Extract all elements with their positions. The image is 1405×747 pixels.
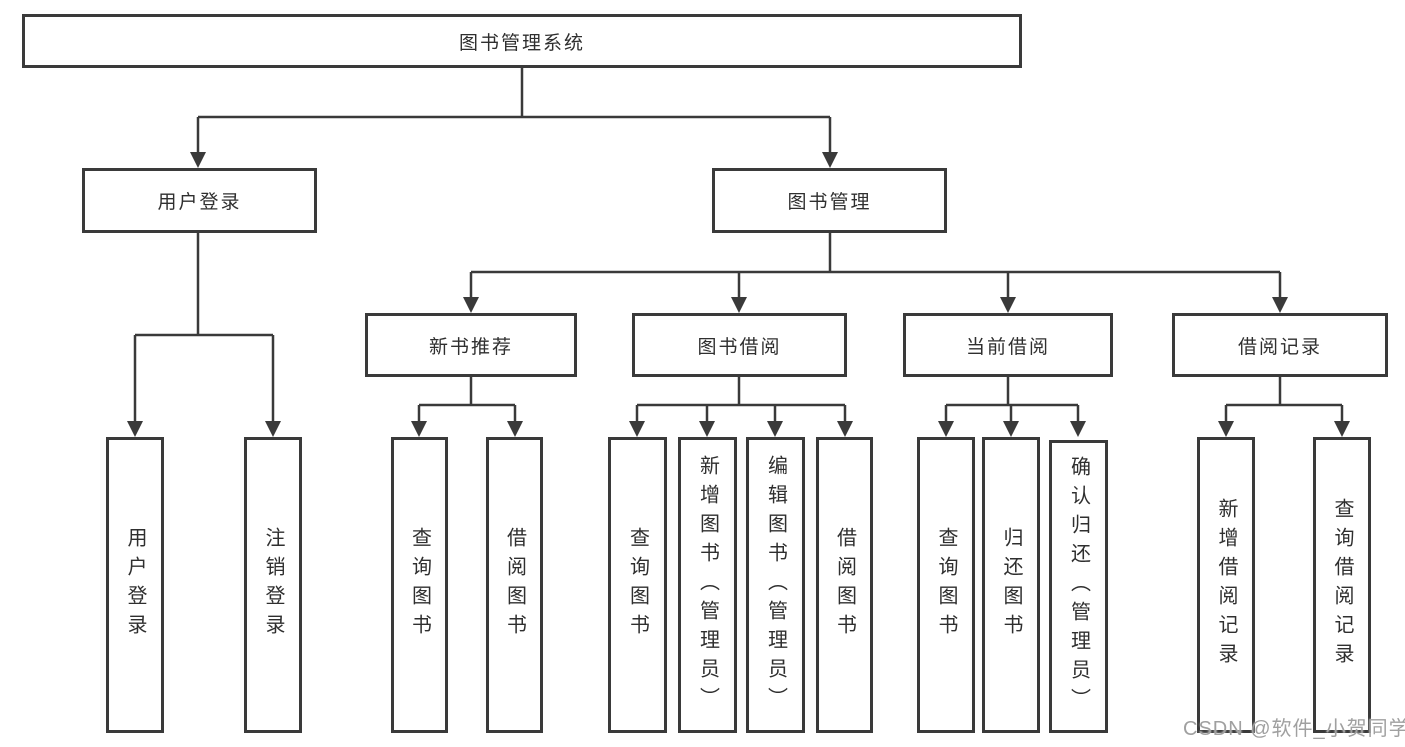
node-book-management: 图书管理 [712, 168, 947, 233]
csdn-watermark: CSDN @软件_小贺同学 [1183, 718, 1405, 740]
node-library-management-system: 图书管理系统 [22, 14, 1022, 68]
node-current-borrowing: 当前借阅 [903, 313, 1113, 377]
node-new-book-recommendation: 新书推荐 [365, 313, 577, 377]
leaf-borrow-books-borrowing: 借阅图书 [816, 437, 873, 733]
node-borrowing-records: 借阅记录 [1172, 313, 1388, 377]
leaf-add-borrow-record: 新增借阅记录 [1197, 437, 1255, 733]
leaf-add-books-admin: 新增图书（管理员） [678, 437, 737, 733]
leaf-query-borrow-record: 查询借阅记录 [1313, 437, 1371, 733]
node-user-login: 用户登录 [82, 168, 317, 233]
node-book-borrowing: 图书借阅 [632, 313, 847, 377]
leaf-query-books-current: 查询图书 [917, 437, 975, 733]
leaf-logout: 注销登录 [244, 437, 302, 733]
leaf-borrow-books-recommend: 借阅图书 [486, 437, 543, 733]
leaf-return-books: 归还图书 [982, 437, 1040, 733]
leaf-edit-books-admin: 编辑图书（管理员） [746, 437, 805, 733]
leaf-user-login: 用户登录 [106, 437, 164, 733]
leaf-query-books-borrowing: 查询图书 [608, 437, 667, 733]
leaf-query-books-recommend: 查询图书 [391, 437, 448, 733]
leaf-confirm-return-admin: 确认归还（管理员） [1049, 440, 1108, 733]
